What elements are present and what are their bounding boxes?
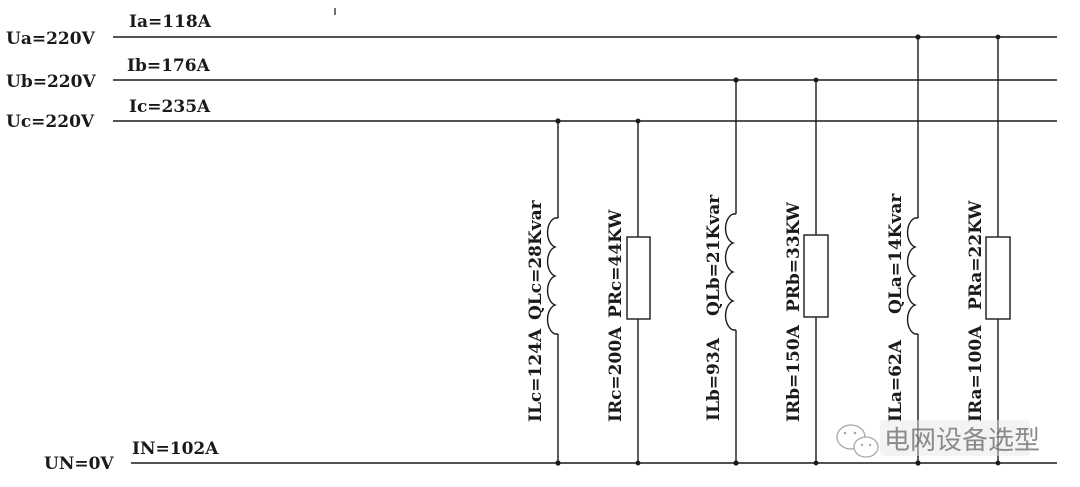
branch-resistor-a — [985, 34, 1011, 466]
bus-c-current: Ic=235A — [129, 97, 211, 117]
label-ILc: ILc=124A — [526, 328, 546, 422]
bus-n-current: IN=102A — [132, 439, 219, 459]
resistor-box-c — [626, 236, 651, 320]
label-PRc: PRc=44KW — [606, 209, 626, 318]
bus-b-current: Ib=176A — [127, 56, 211, 76]
label-ILa: ILa=62A — [886, 339, 906, 422]
resistor-box-a — [985, 236, 1011, 320]
label-ILb: ILb=93A — [704, 337, 724, 421]
label-IRc: IRc=200A — [606, 326, 626, 422]
watermark: 电网设备选型 — [836, 420, 1040, 458]
bus-b-voltage: Ub=220V — [6, 72, 96, 92]
label-IRb: IRb=150A — [784, 324, 804, 422]
bus-c-voltage: Uc=220V — [6, 112, 95, 132]
branch-inductor-a — [906, 34, 921, 466]
resistor-box-b — [803, 234, 829, 318]
bus-a-current: Ia=118A — [129, 12, 212, 32]
branch-resistor-b — [803, 77, 829, 466]
label-QLb: QLb=21Kvar — [704, 194, 724, 316]
label-IRa: IRa=100A — [966, 325, 986, 422]
bus-a-voltage: Ua=220V — [6, 29, 96, 49]
wechat-icon — [836, 424, 879, 458]
branch-inductor-c — [546, 118, 561, 466]
inductor-coil-b — [724, 213, 736, 331]
label-PRb: PRb=33KW — [784, 201, 804, 312]
bus-n-voltage: UN=0V — [44, 454, 114, 474]
branch-labels: QLc=28Kvar ILc=124A PRc=44KW IRc=200A QL… — [526, 193, 986, 422]
branch-resistor-c — [626, 118, 651, 466]
bus-lines — [113, 36, 1057, 464]
label-PRa: PRa=22KW — [966, 200, 986, 310]
inductor-coil-a — [906, 217, 918, 335]
inductor-coil-c — [546, 217, 558, 335]
label-QLa: QLa=14Kvar — [886, 193, 906, 314]
bus-labels: Ua=220V Ia=118A Ub=220V Ib=176A Uc=220V … — [6, 12, 219, 474]
watermark-text: 电网设备选型 — [884, 426, 1040, 456]
label-QLc: QLc=28Kvar — [526, 199, 546, 320]
branch-inductor-b — [724, 77, 739, 466]
